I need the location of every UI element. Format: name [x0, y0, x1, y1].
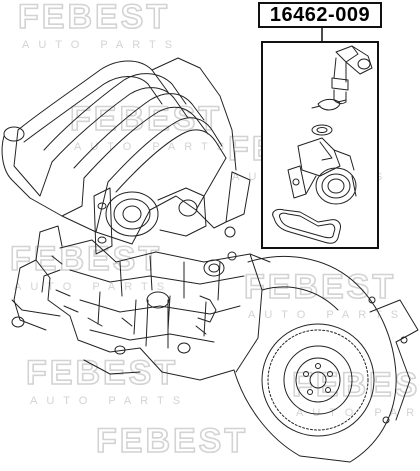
svg-text:FEBEST: FEBEST — [292, 366, 420, 404]
svg-text:AUTO PARTS: AUTO PARTS — [30, 395, 189, 407]
housing-gasket — [272, 209, 341, 244]
watermark-logo: FEBEST AUTO PARTS — [243, 267, 407, 321]
throttle-body — [93, 187, 207, 255]
svg-text:FEBEST: FEBEST — [26, 354, 178, 392]
retaining-clip — [311, 98, 347, 111]
svg-text:AUTO PARTS: AUTO PARTS — [14, 281, 173, 293]
detail-callout — [261, 28, 379, 249]
svg-text:FEBEST: FEBEST — [10, 240, 162, 278]
watermark-logo: FEBEST AUTO PARTS — [69, 99, 233, 153]
svg-text:AUTO PARTS: AUTO PARTS — [22, 39, 181, 51]
part-number-label: 16462-009 — [258, 2, 382, 28]
engine-drawing — [1, 57, 419, 463]
engine-block — [11, 231, 271, 381]
watermark-logo: FEBEST AUTO PARTS — [17, 0, 181, 51]
watermark-logo: FEBEST AUTO PARTS — [25, 353, 189, 407]
flywheel-assembly — [233, 256, 419, 463]
svg-text:FEBEST: FEBEST — [70, 100, 222, 138]
watermark-logo: FEBEST AUTO PARTS — [9, 239, 173, 293]
svg-text:FEBEST: FEBEST — [18, 0, 170, 36]
watermark-logo: FEBEST — [95, 421, 248, 461]
intake-manifold — [1, 57, 251, 245]
engine-details — [39, 225, 236, 335]
svg-text:FEBEST: FEBEST — [96, 422, 248, 460]
temperature-sensor — [331, 45, 373, 105]
svg-text:AUTO PARTS: AUTO PARTS — [74, 141, 233, 153]
o-ring — [311, 124, 333, 136]
svg-text:FEBEST: FEBEST — [244, 268, 396, 306]
thermostat-housing — [287, 137, 357, 205]
svg-text:AUTO PARTS: AUTO PARTS — [248, 309, 407, 321]
watermark-logo: FEBEST AUTO PARTS — [291, 365, 420, 419]
svg-text:AUTO PARTS: AUTO PARTS — [296, 407, 420, 419]
